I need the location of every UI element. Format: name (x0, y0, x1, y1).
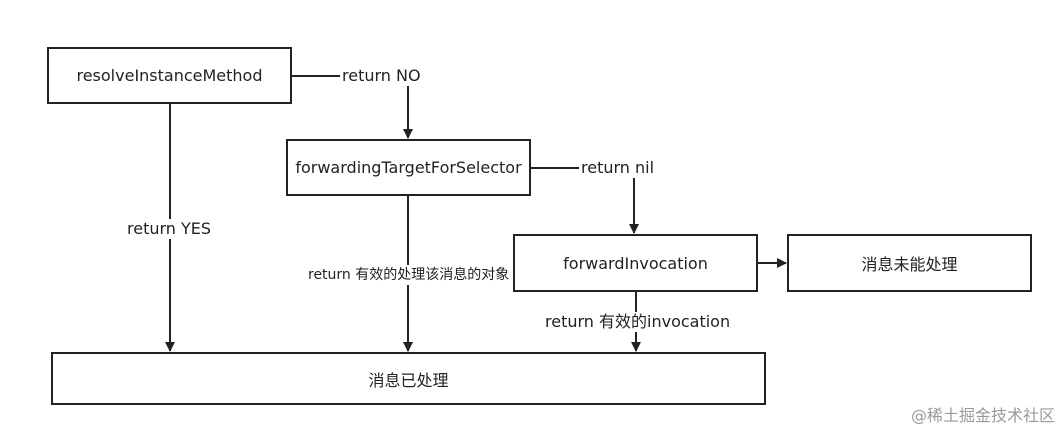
node-handled: 消息已处理 (51, 352, 766, 405)
node-unhandled: 消息未能处理 (787, 234, 1032, 292)
label-return-valid-object: return 有效的处理该消息的对象 (306, 265, 512, 285)
label-return-no: return NO (340, 66, 423, 86)
node-resolve-instance-method: resolveInstanceMethod (47, 47, 292, 104)
watermark: @稀土掘金技术社区 (910, 406, 1055, 425)
label-return-valid-invocation: return 有效的invocation (543, 312, 733, 332)
label-return-yes: return YES (125, 219, 214, 239)
node-forwarding-target-for-selector: forwardingTargetForSelector (286, 139, 531, 196)
node-forward-invocation: forwardInvocation (513, 234, 758, 292)
label-return-nil: return nil (579, 158, 657, 178)
